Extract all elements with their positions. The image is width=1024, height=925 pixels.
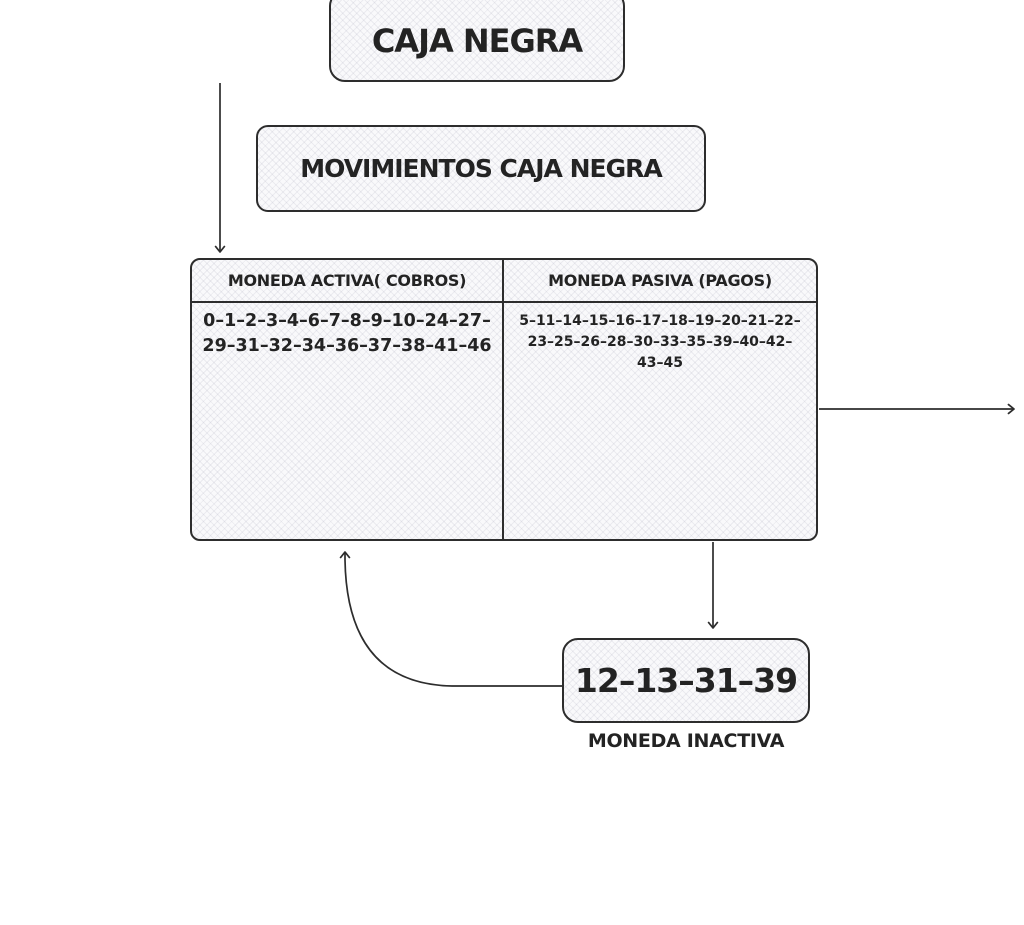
caja-negra-label: CAJA NEGRA xyxy=(371,22,583,60)
table-column-moneda-pasiva: MONEDA PASIVA (PAGOS) 5–11–14–15–16–17–1… xyxy=(504,260,816,539)
node-movements-table[interactable]: MONEDA ACTIVA( COBROS) 0–1–2–3–4–6–7–8–9… xyxy=(190,258,818,541)
table-column-moneda-activa: MONEDA ACTIVA( COBROS) 0–1–2–3–4–6–7–8–9… xyxy=(192,260,504,539)
moneda-inactiva-numbers: 12–13–31–39 xyxy=(574,661,798,700)
moneda-inactiva-caption: MONEDA INACTIVA xyxy=(587,730,785,752)
table-values-moneda-pasiva: 5–11–14–15–16–17–18–19–20–21–22–23–25–26… xyxy=(519,313,801,371)
node-caja-negra[interactable]: CAJA NEGRA xyxy=(329,0,625,82)
table-header-moneda-activa: MONEDA ACTIVA( COBROS) xyxy=(192,260,502,303)
node-movimientos-caja-negra[interactable]: MOVIMIENTOS CAJA NEGRA xyxy=(256,125,706,212)
table-header-moneda-pasiva: MONEDA PASIVA (PAGOS) xyxy=(504,260,816,303)
movimientos-label: MOVIMIENTOS CAJA NEGRA xyxy=(300,154,662,183)
node-moneda-inactiva[interactable]: 12–13–31–39 xyxy=(562,638,810,723)
table-values-moneda-activa: 0–1–2–3–4–6–7–8–9–10–24–27–29–31–32–34–3… xyxy=(202,311,492,356)
arrow-inactive-to-table xyxy=(339,551,562,687)
